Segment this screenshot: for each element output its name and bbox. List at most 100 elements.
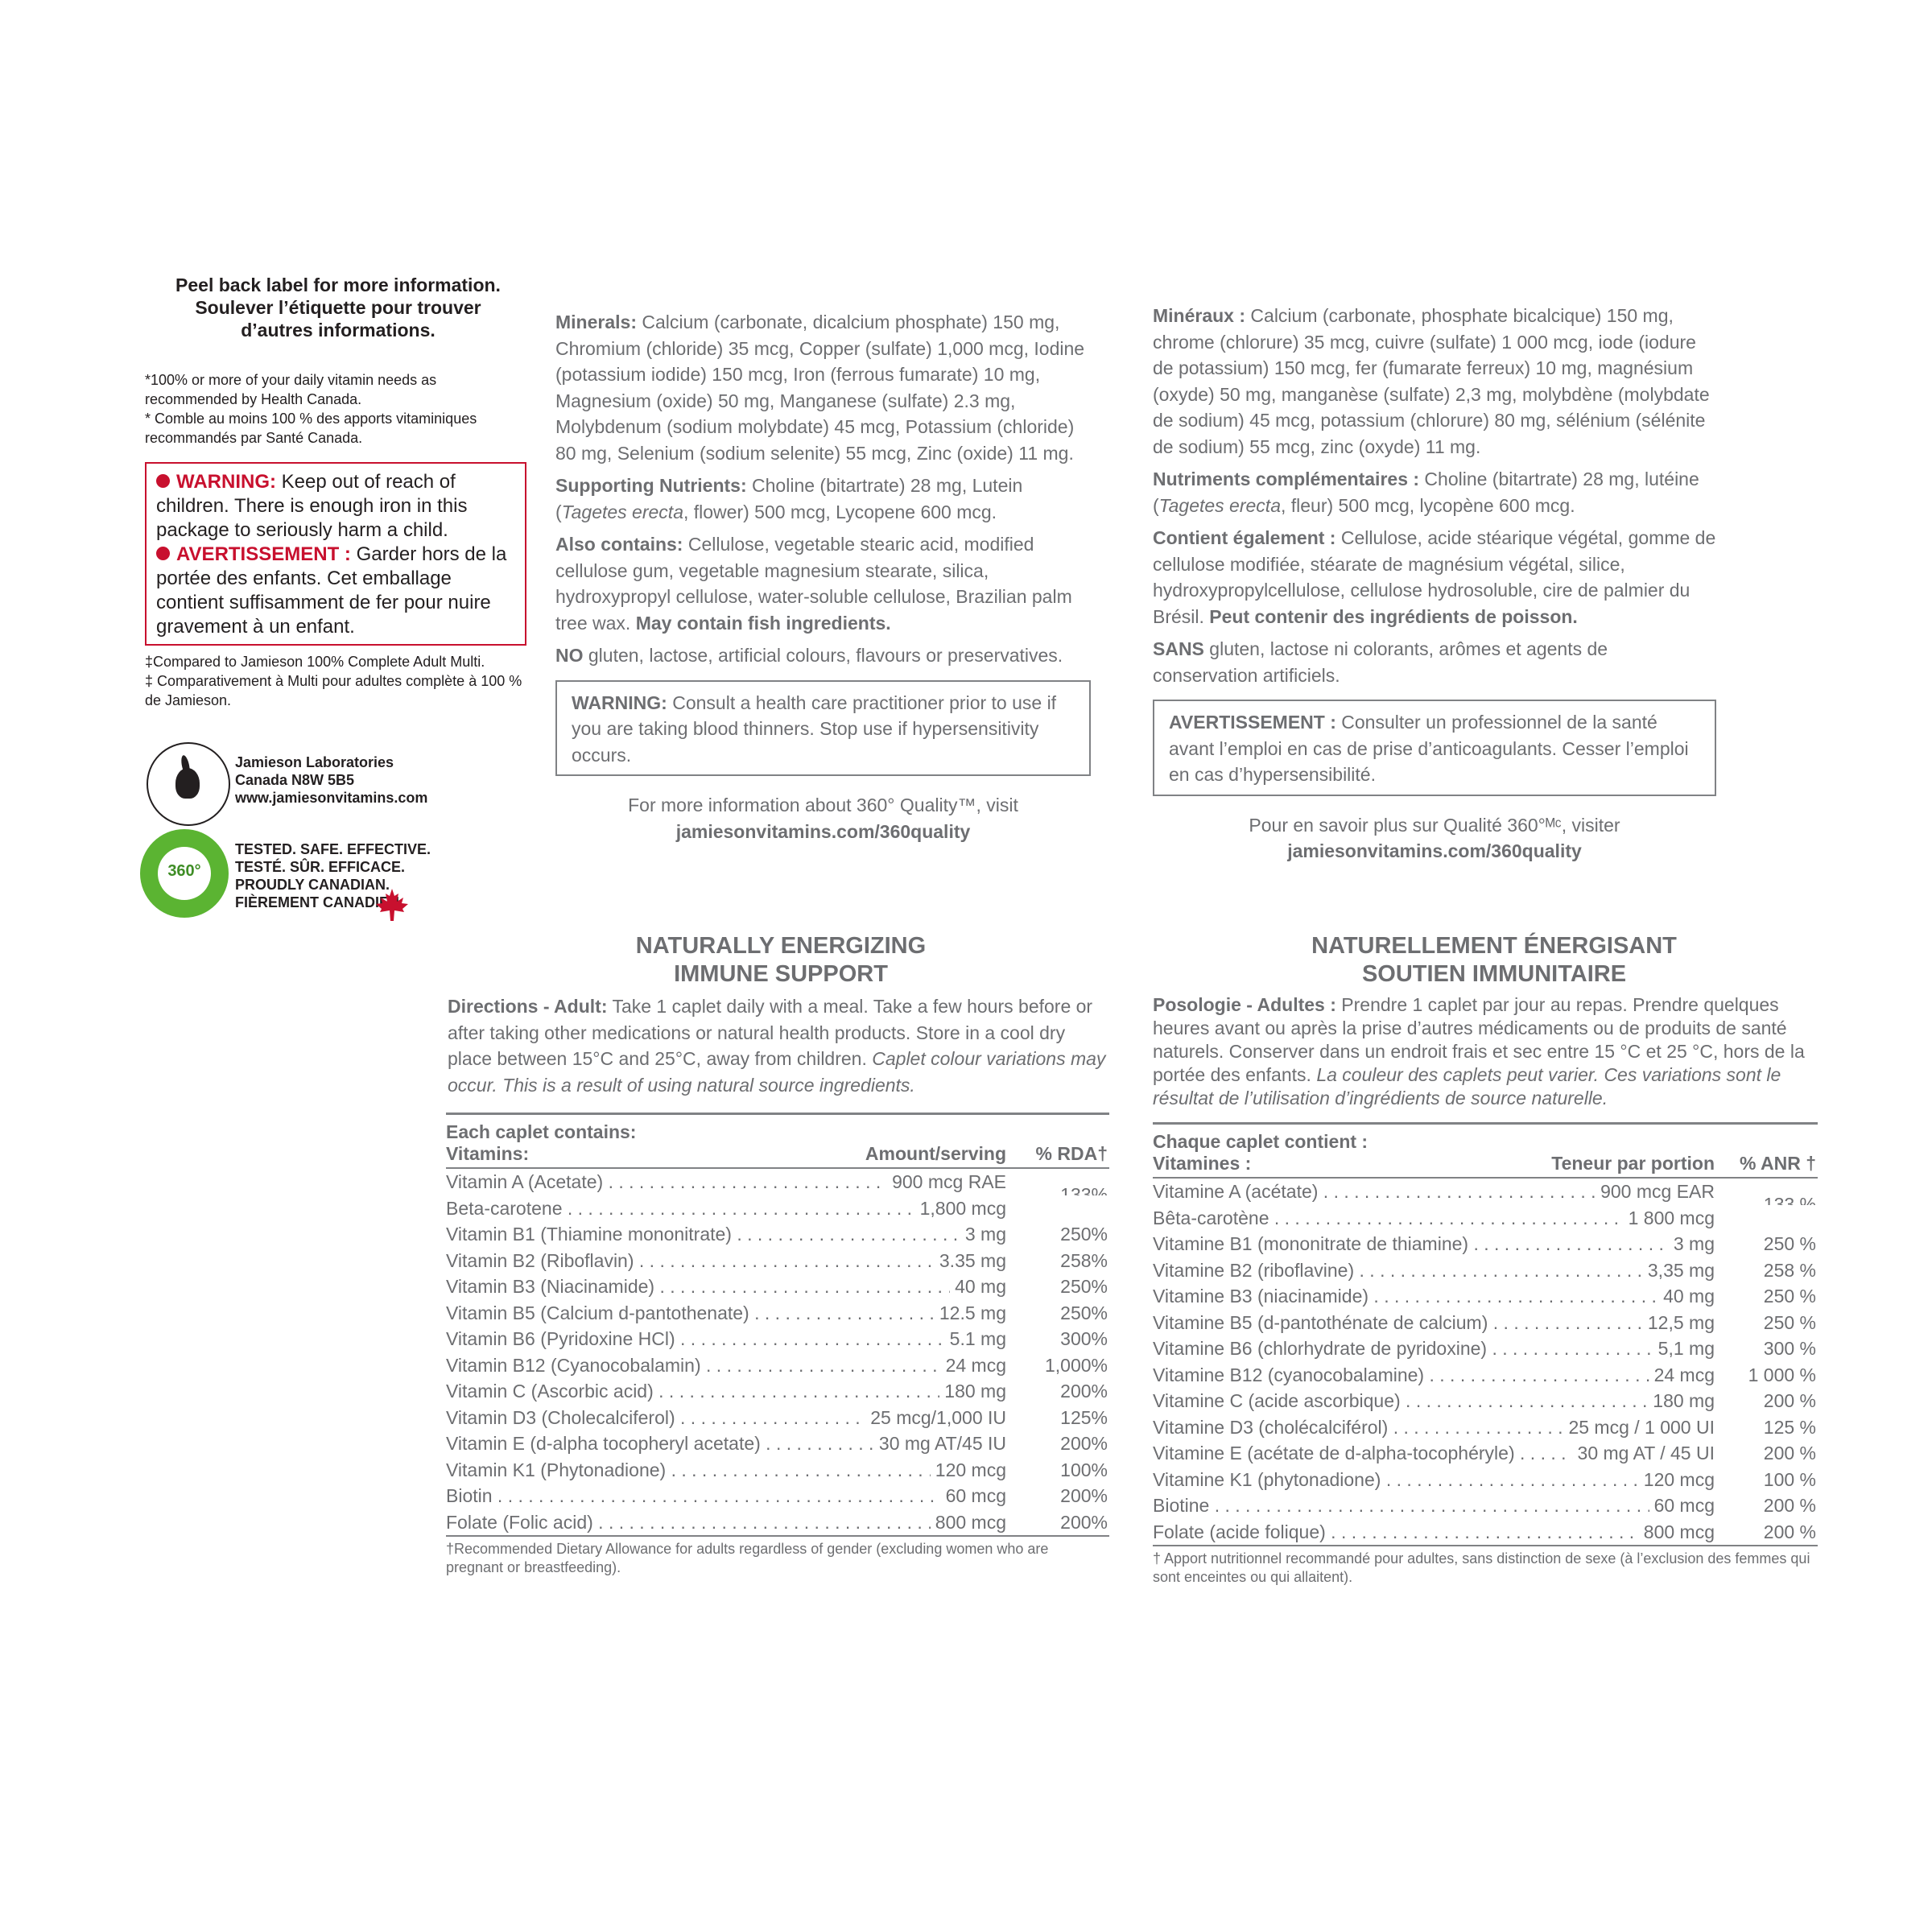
vitamin-rda: 133%: [1060, 1184, 1108, 1195]
quality-360-badge-icon: 360°: [140, 829, 229, 918]
vitamin-rda: 1 000 %: [1748, 1364, 1816, 1385]
vitamin-rda: 250%: [1060, 1302, 1108, 1323]
vitamin-amount: 12,5 mg: [1642, 1309, 1715, 1335]
table-row: Folate (Folic acid) . . . . . . . . . . …: [446, 1509, 1109, 1535]
vitamin-amount: 40 mg: [1658, 1283, 1715, 1310]
vitamin-rda: 125%: [1060, 1406, 1108, 1428]
vitamin-name: Vitamin B2 (Riboflavin) . . . . . . . . …: [446, 1249, 1006, 1271]
vitamin-name: Vitamin K1 (Phytonadione) . . . . . . . …: [446, 1459, 1006, 1480]
table-rows: Vitamin A (Acetate) . . . . . . . . . . …: [446, 1169, 1109, 1535]
vitamin-amount: 800 mcg: [1638, 1518, 1715, 1545]
table-row: Vitamin B2 (Riboflavin) . . . . . . . . …: [446, 1247, 1109, 1274]
vitamin-rda: 200%: [1060, 1433, 1108, 1454]
mineraux-paragraph: Minéraux : Calcium (carbonate, phosphate…: [1153, 305, 1710, 457]
french-ingredients: Minéraux : Calcium (carbonate, phosphate…: [1153, 303, 1716, 865]
vitamin-amount: 1 800 mcg: [1623, 1204, 1715, 1231]
vitamin-rda: 250 %: [1763, 1286, 1816, 1307]
table-row: Vitamin B12 (Cyanocobalamin) . . . . . .…: [446, 1352, 1109, 1378]
sans-paragraph: SANS gluten, lactose ni colorants, arôme…: [1153, 638, 1608, 686]
vitamin-amount: 180 mg: [1648, 1388, 1715, 1414]
maple-leaf-icon: [374, 887, 410, 928]
table-row: Vitamine B12 (cyanocobalamine) . . . . .…: [1153, 1361, 1818, 1388]
vitamin-amount: 24 mcg: [940, 1352, 1006, 1378]
vitamin-name: Biotine . . . . . . . . . . . . . . . . …: [1153, 1495, 1715, 1516]
table-row: Vitamine B1 (mononitrate de thiamine) . …: [1153, 1231, 1818, 1257]
vitamin-rda: 133 %: [1763, 1194, 1816, 1205]
warning-dot-icon: [156, 547, 170, 560]
table-row: Vitamin E (d-alpha tocopheryl acetate) .…: [446, 1430, 1109, 1457]
table-row: Vitamine E (acétate de d-alpha-tocophéry…: [1153, 1440, 1818, 1467]
english-heading: NATURALLY ENERGIZING IMMUNE SUPPORT: [635, 933, 927, 987]
vitamin-rda: 100 %: [1763, 1468, 1816, 1490]
vitamin-rda: 1,000%: [1044, 1354, 1108, 1376]
vitamin-amount: 900 mcg EAR: [1596, 1179, 1715, 1205]
also-contains-paragraph: Also contains: Cellulose, vegetable stea…: [555, 534, 1072, 634]
warning-dot-icon: [156, 474, 170, 488]
vitamin-rda: 200%: [1060, 1485, 1108, 1506]
vitamin-rda: 200 %: [1763, 1521, 1816, 1542]
quality-link-fr: jamiesonvitamins.com/360quality: [1287, 840, 1582, 861]
table-footnote: † Apport nutritionnel recommandé pour ad…: [1153, 1550, 1810, 1585]
english-ingredients: Minerals: Calcium (carbonate, dicalcium …: [555, 309, 1091, 844]
vitamin-name: Vitamin B6 (Pyridoxine HCl) . . . . . . …: [446, 1328, 1006, 1349]
vitamin-name: Folate (acide folique) . . . . . . . . .…: [1153, 1521, 1715, 1542]
vitamin-amount: 40 mg: [950, 1274, 1006, 1300]
vitamin-name: Folate (Folic acid) . . . . . . . . . . …: [446, 1511, 1006, 1533]
vitamin-name: Vitamine B5 (d-pantothénate de calcium) …: [1153, 1311, 1715, 1333]
more-info-fr: Pour en savoir plus sur Qualité 360°ᴹᶜ, …: [1153, 812, 1716, 865]
table-row: Vitamine D3 (cholécalciférol) . . . . . …: [1153, 1414, 1818, 1440]
iron-warning-box: WARNING: Keep out of reach of children. …: [145, 462, 526, 646]
vitamin-amount: 120 mcg: [930, 1456, 1006, 1483]
table-row: Vitamin A (Acetate) . . . . . . . . . . …: [446, 1169, 1109, 1195]
vitamin-amount: 800 mcg: [930, 1509, 1006, 1535]
company-address: Jamieson Laboratories Canada N8W 5B5 www…: [235, 754, 428, 806]
table-rows: Vitamine A (acétate) . . . . . . . . . .…: [1153, 1179, 1818, 1545]
vitamin-name: Vitamine C (acide ascorbique) . . . . . …: [1153, 1390, 1715, 1411]
logos-area: Jamieson Laboratories Canada N8W 5B5 www…: [140, 742, 523, 935]
contient-paragraph: Contient également : Cellulose, acide st…: [1153, 527, 1716, 627]
vitamin-amount: 900 mcg RAE: [887, 1169, 1006, 1195]
vitamin-amount: 3 mg: [960, 1221, 1006, 1248]
table-row: Vitamine C (acide ascorbique) . . . . . …: [1153, 1388, 1818, 1414]
table-row: Vitamine K1 (phytonadione) . . . . . . .…: [1153, 1466, 1818, 1492]
vitamin-rda: 300%: [1060, 1328, 1108, 1349]
vitamin-rda: 250 %: [1763, 1311, 1816, 1333]
vitamin-rda: 125 %: [1763, 1416, 1816, 1438]
table-row: Vitamin K1 (Phytonadione) . . . . . . . …: [446, 1456, 1109, 1483]
tested-safe-statement: TESTED. SAFE. EFFECTIVE. TESTÉ. SÛR. EFF…: [235, 841, 431, 910]
table-row: Vitamin D3 (Cholecalciferol) . . . . . .…: [446, 1404, 1109, 1430]
vitamin-name: Vitamin C (Ascorbic acid) . . . . . . . …: [446, 1381, 1006, 1402]
vitamin-name: Vitamin B12 (Cyanocobalamin) . . . . . .…: [446, 1354, 1006, 1376]
vitamin-amount: 3.35 mg: [934, 1247, 1006, 1274]
peel-back-notice: Peel back label for more information. So…: [175, 275, 501, 341]
table-row: Vitamin B5 (Calcium d-pantothenate) . . …: [446, 1299, 1109, 1326]
french-heading: NATURELLEMENT ÉNERGISANT SOUTIEN IMMUNIT…: [1311, 933, 1677, 987]
vitamin-amount: 24 mcg: [1649, 1361, 1715, 1388]
vitamin-rda: 200 %: [1763, 1443, 1816, 1463]
vitamin-name: Biotin . . . . . . . . . . . . . . . . .…: [446, 1485, 1006, 1506]
vitamin-amount: 12.5 mg: [934, 1299, 1006, 1326]
vitamin-amount: 60 mcg: [940, 1483, 1006, 1509]
vitamin-rda: 250 %: [1763, 1233, 1816, 1254]
no-animal-testing-seal-icon: [147, 742, 230, 826]
vitamin-rda: 200 %: [1763, 1390, 1816, 1411]
nutriments-paragraph: Nutriments complémentaires : Choline (bi…: [1153, 469, 1699, 516]
vitamin-rda: 258 %: [1763, 1259, 1816, 1281]
vitamin-name: Beta-carotene . . . . . . . . . . . . . …: [446, 1197, 1006, 1219]
vitamin-name: Bêta-carotène . . . . . . . . . . . . . …: [1153, 1207, 1715, 1228]
vitamin-amount: 5.1 mg: [944, 1326, 1006, 1352]
vitamin-amount: 30 mg AT / 45 UI: [1572, 1440, 1715, 1467]
vitamin-rda: 258%: [1060, 1249, 1108, 1271]
vitamin-amount: 3,35 mg: [1642, 1257, 1715, 1283]
vitamin-table-french: Chaque caplet contient : Vitamines : Ten…: [1153, 1122, 1818, 1587]
table-row: Beta-carotene . . . . . . . . . . . . . …: [446, 1195, 1109, 1221]
table-row: Vitamin B6 (Pyridoxine HCl) . . . . . . …: [446, 1326, 1109, 1352]
more-info: For more information about 360° Quality™…: [555, 792, 1091, 844]
vitamin-name: Vitamin B1 (Thiamine mononitrate) . . . …: [446, 1224, 1006, 1245]
table-footnote: †Recommended Dietary Allowance for adult…: [446, 1541, 1049, 1575]
vitamin-rda: 300 %: [1763, 1338, 1816, 1359]
quality-link: jamiesonvitamins.com/360quality: [675, 820, 971, 842]
vitamin-rda: 250%: [1060, 1224, 1108, 1245]
comparison-note: ‡Compared to Jamieson 100% Complete Adul…: [145, 654, 522, 708]
table-row: Vitamine A (acétate) . . . . . . . . . .…: [1153, 1179, 1818, 1205]
